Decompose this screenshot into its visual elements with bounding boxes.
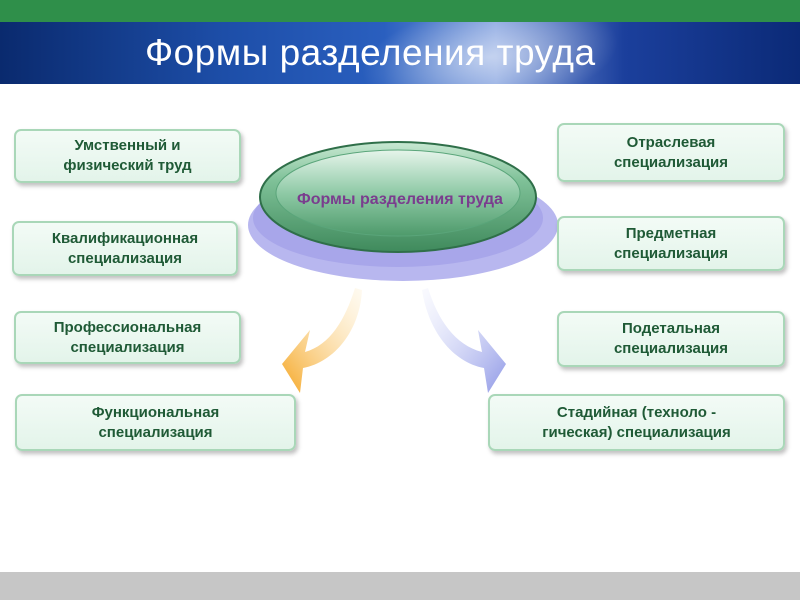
box-qualification-specialization: Квалификационная специализация	[12, 221, 238, 276]
right-curved-arrow	[422, 288, 506, 393]
box-detail-specialization: Подетальная специализация	[557, 311, 785, 367]
center-disc-label: Формы разделения труда	[297, 191, 503, 208]
box-industry-specialization: Отраслевая специализация	[557, 123, 785, 182]
left-curved-arrow	[282, 288, 362, 393]
header-top-strip	[0, 0, 800, 22]
center-disc	[248, 141, 558, 281]
box-mental-physical-labor: Умственный и физический труд	[14, 129, 241, 183]
box-professional-specialization: Профессиональная специализация	[14, 311, 241, 364]
box-subject-specialization: Предметная специализация	[557, 216, 785, 271]
page-title: Формы разделения труда	[145, 32, 596, 73]
footer-bar	[0, 572, 800, 600]
title-banner: Формы разделения труда	[0, 22, 800, 84]
box-functional-specialization: Функциональная специализация	[15, 394, 296, 451]
box-stage-technological-specialization: Стадийная (техноло - гическая) специализ…	[488, 394, 785, 451]
